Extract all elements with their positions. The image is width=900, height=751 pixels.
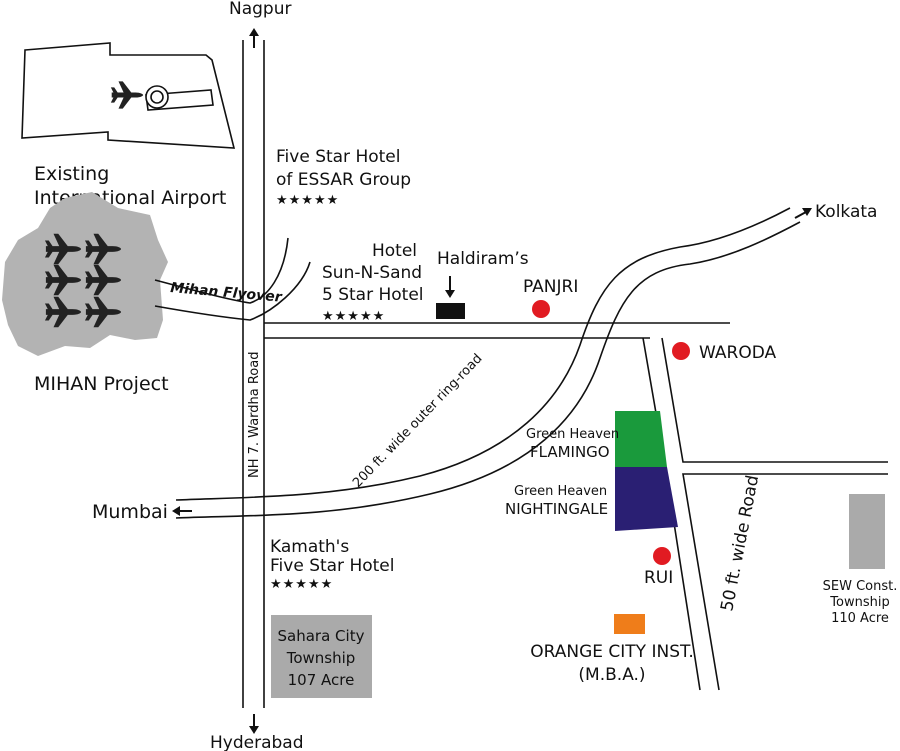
hyderabad-label: Hyderabad: [210, 733, 304, 751]
sunnsand-star-rating: ★★★★★: [322, 309, 385, 324]
mihan-label: MIHAN Project: [34, 373, 169, 395]
mihan-flyover: [154, 237, 311, 321]
north-arrow-icon: [249, 28, 259, 48]
rui-label: RUI: [644, 568, 673, 588]
orange-city-line2: (M.B.A.): [578, 665, 645, 685]
orange-city-marker: [614, 614, 645, 634]
sunnsand-line2: Sun-N-Sand: [322, 263, 422, 283]
sew-township-plot: [849, 494, 885, 569]
essar-hotel-line1: Five Star Hotel: [276, 147, 401, 167]
ring-road-label: 200 ft. wide outer ring-road: [350, 351, 485, 490]
sunnsand-line3: 5 Star Hotel: [322, 285, 424, 305]
kamath-line2: Five Star Hotel: [270, 556, 395, 576]
haldiram-down-arrow-icon: [445, 276, 455, 298]
sunnsand-line1: Hotel: [372, 241, 417, 261]
flamingo-plot: [615, 411, 667, 467]
existing-airport: [21, 42, 236, 149]
flamingo-label-line1: Green Heaven: [526, 427, 619, 442]
airport-label-line1: Existing: [34, 163, 109, 185]
sahara-line3: 107 Acre: [288, 671, 355, 689]
flyover-label: Mihan Flyover: [170, 280, 284, 306]
mumbai-label: Mumbai: [92, 501, 168, 523]
kamath-line1: Kamath's: [270, 537, 349, 557]
nightingale-plot: [615, 467, 678, 531]
sahara-township-plot: [271, 615, 372, 698]
sew-line3: 110 Acre: [831, 611, 889, 626]
50ft-road-label: 50 ft. wide Road: [717, 474, 763, 613]
mihan-area: [2, 192, 168, 356]
sew-line2: Township: [829, 595, 889, 610]
panjri-marker: [532, 300, 550, 318]
haldiram-marker: [436, 303, 465, 319]
nh7-label: NH 7. Wardha Road: [247, 352, 262, 478]
sew-line1: SEW Const.: [823, 579, 898, 594]
nh7-wardha-road: [242, 40, 265, 708]
rui-marker: [653, 547, 671, 565]
outer-ring-road: [175, 207, 801, 519]
south-arrow-icon: [249, 714, 259, 734]
nightingale-label-line2: NIGHTINGALE: [505, 500, 608, 518]
nagpur-label: Nagpur: [229, 0, 291, 19]
waroda-label: WARODA: [699, 343, 776, 363]
panjri-label: PANJRI: [523, 277, 578, 297]
panjri-road: [264, 322, 730, 339]
sahara-line1: Sahara City: [278, 627, 365, 645]
kolkata-label: Kolkata: [815, 202, 877, 222]
flamingo-label-line2: FLAMINGO: [530, 443, 610, 461]
northeast-arrow-icon: [794, 208, 812, 219]
west-arrow-icon: [172, 506, 192, 516]
essar-star-rating: ★★★★★: [276, 193, 339, 208]
waroda-marker: [672, 342, 690, 360]
essar-hotel-line2: of ESSAR Group: [276, 170, 411, 190]
orange-city-line1: ORANGE CITY INST.: [530, 642, 694, 662]
kamath-star-rating: ★★★★★: [270, 577, 333, 592]
sahara-line2: Township: [286, 649, 356, 667]
haldiram-label: Haldiram’s: [437, 249, 529, 269]
nightingale-label-line1: Green Heaven: [514, 484, 607, 499]
